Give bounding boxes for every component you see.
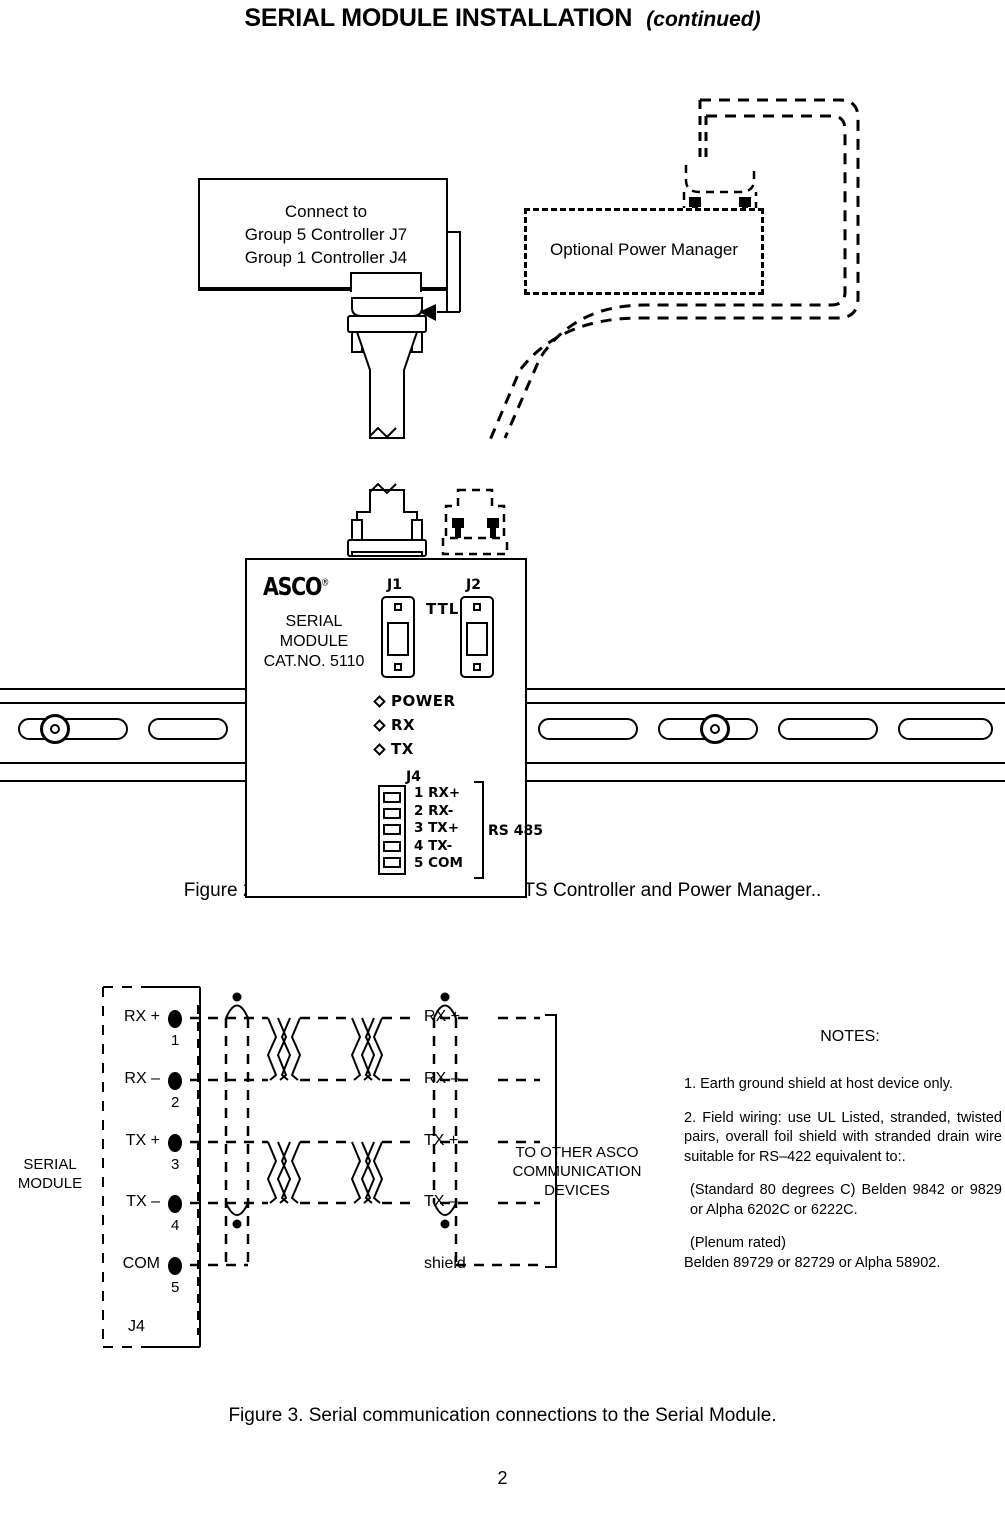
ats-controller-text: Connect to Group 5 Controller J7 Group 1… <box>206 200 446 269</box>
ttl-label: TTL <box>426 600 460 618</box>
terminal-label-rx-minus: RX – <box>124 1070 160 1087</box>
notes-title: NOTES: <box>820 1028 880 1045</box>
ats-connect-line-2: Group 5 Controller J7 <box>244 225 408 244</box>
note-item-2: 2. Field wiring: use UL Listed, stranded… <box>684 1109 1002 1165</box>
terminal-row-1: 1 RX+ <box>414 785 461 801</box>
note-item-3: (Standard 80 degrees C) Belden 9842 or 9… <box>690 1182 1002 1218</box>
figure-3-caption: Figure 3. Serial communication connectio… <box>228 1405 777 1426</box>
terminal-cell <box>383 857 401 869</box>
optional-power-manager-box <box>524 208 764 295</box>
terminal-pin-4: 4 <box>171 1217 180 1234</box>
asco-logo: ASCO® <box>263 572 329 601</box>
power-manager-cable <box>347 98 860 557</box>
terminal-label-com: COM <box>122 1255 160 1272</box>
module-name-line-2: MODULE <box>279 633 349 650</box>
terminal-cell <box>383 808 401 820</box>
asco-logo-text: ASCO <box>263 572 322 601</box>
j1-connector <box>381 596 415 678</box>
led-tx: TX <box>373 740 456 758</box>
destination-line-3: DEVICES <box>544 1182 610 1199</box>
terminal-dot-5 <box>168 1257 182 1275</box>
figure3-module-label-line-2: MODULE <box>17 1175 83 1192</box>
ats-connect-line-1: Connect to <box>284 202 368 221</box>
figure-3-diagram <box>0 975 1005 1375</box>
note-item-1: 1. Earth ground shield at host device on… <box>684 1076 953 1092</box>
terminal-dot-3 <box>168 1134 182 1152</box>
terminal-pin-5: 5 <box>171 1279 180 1296</box>
destination-line-1: TO OTHER ASCO <box>515 1144 639 1161</box>
optional-power-manager-label: Optional Power Manager <box>549 240 739 259</box>
figure3-module-label: SERIAL MODULE <box>2 1155 98 1193</box>
figure-3-wiring-schematic <box>102 986 557 1348</box>
j2-connector <box>460 596 494 678</box>
j1-label: J1 <box>387 577 402 593</box>
terminal-cell <box>383 824 401 836</box>
destination-label: TO OTHER ASCO COMMUNICATION DEVICES <box>487 1143 667 1200</box>
module-name-line-1: SERIAL <box>285 613 343 630</box>
terminal-dot-2 <box>168 1072 182 1090</box>
j4-terminal-labels: 1 RX+ 2 RX- 3 TX+ 4 TX- 5 COM <box>414 785 463 873</box>
page-title: SERIAL MODULE INSTALLATION <box>244 4 633 32</box>
led-rx-label: RX <box>391 716 416 734</box>
module-catalog-number: CAT.NO. 5110 <box>263 653 365 670</box>
terminal-pin-2: 2 <box>171 1094 180 1111</box>
note-item-4: (Plenum rated) <box>690 1235 786 1251</box>
far-end-label-shield: shield <box>424 1255 466 1272</box>
destination-line-2: COMMUNICATION <box>512 1163 642 1180</box>
terminal-dot-1 <box>168 1010 182 1028</box>
terminal-row-4: 4 TX- <box>414 837 453 854</box>
registered-trademark-icon: ® <box>321 577 329 589</box>
ats-connect-line-3: Group 1 Controller J4 <box>244 248 408 267</box>
j4-terminal-header: J4 <box>406 769 421 785</box>
figure3-j4-label: J4 <box>128 1318 145 1335</box>
led-diamond-icon <box>373 694 386 708</box>
note-item-5: Belden 89729 or 82729 or Alpha 58902. <box>684 1254 941 1271</box>
terminal-row-5: 5 COM <box>414 855 463 871</box>
terminal-pin-3: 3 <box>171 1156 180 1173</box>
terminal-label-tx-plus: TX + <box>125 1132 160 1149</box>
page-title-continued: (continued) <box>646 8 761 31</box>
led-indicator-group: POWER RX TX <box>373 692 456 764</box>
figure-2-diagram: Connect to Group 5 Controller J7 Group 1… <box>0 40 1005 898</box>
terminal-pin-1: 1 <box>171 1032 180 1049</box>
led-tx-label: TX <box>391 740 414 758</box>
led-power-label: POWER <box>391 692 456 710</box>
led-diamond-icon <box>373 718 386 732</box>
page-header: SERIAL MODULE INSTALLATION (continued) <box>0 4 1005 33</box>
ats-connector-stub <box>350 272 422 292</box>
terminal-label-tx-minus: TX – <box>126 1193 160 1210</box>
page-number: 2 <box>497 1468 508 1488</box>
serial-module-nameplate: SERIAL MODULE CAT.NO. 5110 <box>248 612 380 672</box>
rs485-bracket <box>474 781 484 879</box>
rs485-label: RS 485 <box>488 823 543 839</box>
far-end-label-rx-plus: RX + <box>424 1008 461 1025</box>
terminal-row-3: 3 TX+ <box>414 820 460 836</box>
far-end-label-rx-minus: RX – <box>424 1070 460 1087</box>
led-rx: RX <box>373 716 456 734</box>
led-diamond-icon <box>373 742 386 756</box>
terminal-dot-4 <box>168 1195 182 1213</box>
terminal-cell <box>383 791 401 803</box>
far-end-label-tx-minus: TX – <box>424 1193 458 1210</box>
j4-terminal-block <box>378 785 406 875</box>
terminal-label-rx-plus: RX + <box>123 1008 160 1025</box>
notes-body: 1. Earth ground shield at host device on… <box>684 1075 1002 1287</box>
led-power: POWER <box>373 692 456 710</box>
terminal-cell <box>383 840 401 852</box>
figure3-module-label-line-1: SERIAL <box>23 1156 77 1173</box>
far-end-label-tx-plus: TX + <box>424 1132 459 1149</box>
j2-label: J2 <box>466 577 481 593</box>
terminal-row-2: 2 RX- <box>414 802 454 819</box>
